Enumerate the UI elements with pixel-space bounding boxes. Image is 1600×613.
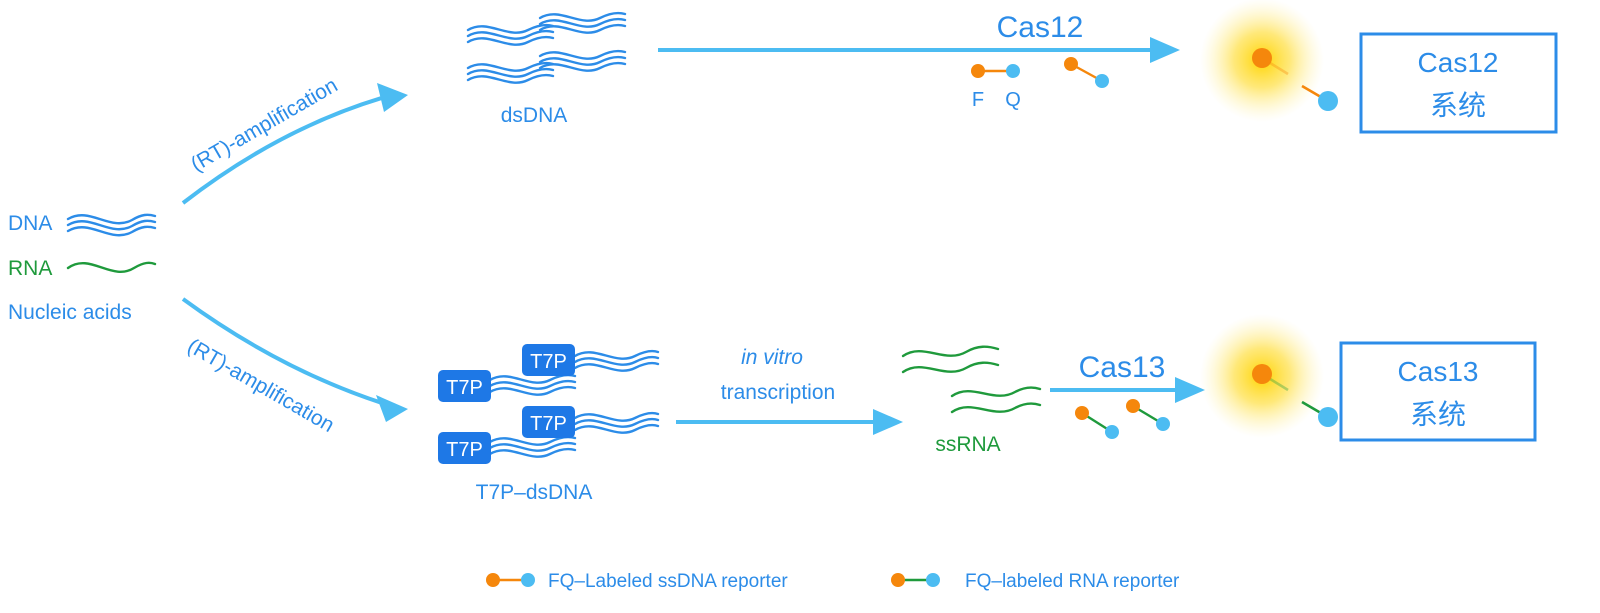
t7p-tag-label: T7P: [446, 439, 483, 461]
ssrna-label: ssRNA: [935, 433, 1000, 456]
cas12-system-box: [1359, 32, 1558, 134]
cas12-arrowhead: [1150, 37, 1180, 63]
t7p-tag: T7P: [522, 406, 575, 438]
nucleic-acids-label: Nucleic acids: [8, 301, 132, 324]
t7p-tag: T7P: [438, 432, 491, 464]
transcription-arrowhead: [873, 409, 903, 435]
t7p-tag-label: T7P: [530, 351, 567, 373]
cas13-system-title: Cas13: [1398, 356, 1479, 387]
t7p-dsdna-label: T7P–dsDNA: [476, 481, 593, 504]
rna-reporter: [1075, 406, 1119, 439]
top-amplification-arrow: [181, 95, 386, 205]
cas12-label: Cas12: [997, 11, 1084, 44]
rna-reporter: [1126, 399, 1170, 431]
rna-strand-icon: [66, 261, 157, 274]
cleaved-rna-reporter: [1252, 364, 1338, 427]
legend-rna-reporter-icon: [891, 573, 940, 587]
intact-ssdna-reporter: [971, 64, 1020, 78]
dna-label: DNA: [8, 212, 52, 235]
t7p-tag: T7P: [438, 370, 491, 402]
cas13-system-box: [1339, 341, 1537, 442]
dsdna-strands-icon: [466, 11, 627, 84]
legend-rna-reporter-label: FQ–labeled RNA reporter: [965, 571, 1180, 592]
legend-ssdna-reporter-label: FQ–Labeled ssDNA reporter: [548, 571, 788, 592]
top-amplification-label: (RT)-amplification: [187, 74, 342, 177]
cas12-system-subtitle: 系统: [1430, 90, 1486, 121]
legend-ssdna-reporter-icon: [486, 573, 535, 587]
ivt-label-line2: transcription: [721, 381, 835, 404]
quencher-label: Q: [1005, 89, 1021, 111]
dsdna-label: dsDNA: [501, 104, 568, 127]
cas13-arrowhead: [1175, 377, 1205, 403]
dna-strand-icon: [66, 213, 157, 237]
ivt-label-line1: in vitro: [741, 346, 803, 369]
bottom-amplification-arrowhead: [376, 395, 408, 422]
ssdna-reporter: [1064, 57, 1109, 88]
cas13-label: Cas13: [1079, 351, 1166, 384]
bottom-amplification-arrow: [181, 297, 386, 406]
t7p-tag-label: T7P: [446, 377, 483, 399]
rna-label: RNA: [8, 257, 52, 280]
cleaved-ssdna-reporter: [1252, 48, 1338, 111]
ssrna-strands-icon: [901, 345, 1042, 414]
cas13-system-subtitle: 系统: [1410, 399, 1466, 430]
t7p-tag-label: T7P: [530, 413, 567, 435]
fluorophore-label: F: [972, 89, 984, 111]
cas12-system-title: Cas12: [1418, 47, 1499, 78]
top-amplification-arrowhead: [377, 83, 408, 112]
t7p-tag: T7P: [522, 344, 575, 376]
